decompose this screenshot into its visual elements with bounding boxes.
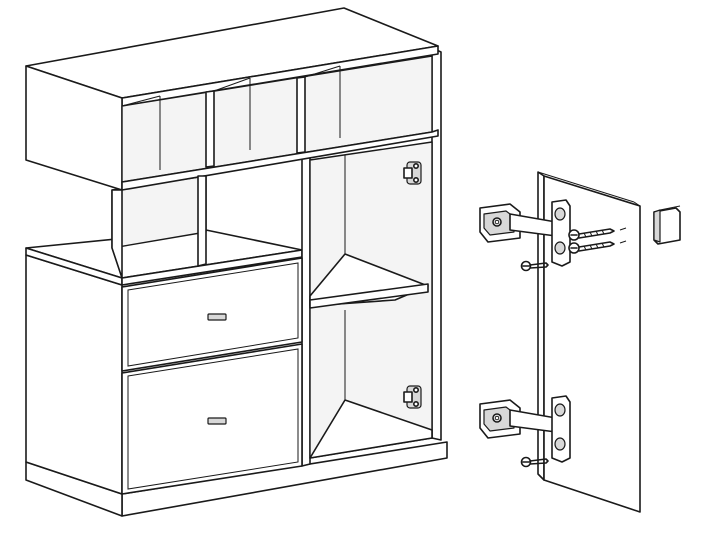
cabinet-right-bottom xyxy=(309,399,433,459)
door-bumper xyxy=(653,205,681,245)
drawer-bottom-handle xyxy=(207,417,227,425)
cabinet-hinge-plate-lower xyxy=(403,385,422,409)
door-edge xyxy=(537,171,545,481)
top-shelf-divider-1 xyxy=(205,90,215,168)
drawer-bottom xyxy=(121,343,303,495)
screw-hinge-lower xyxy=(520,456,549,468)
screws xyxy=(520,227,627,468)
drawer-top-handle xyxy=(207,313,227,321)
screw-door-upper-2 xyxy=(568,241,615,254)
cabinet-lower-side xyxy=(25,254,123,495)
cabinet xyxy=(25,7,448,517)
top-shelf-bottom-board xyxy=(121,129,439,191)
top-shelf-upright xyxy=(197,175,207,267)
drawer-top xyxy=(121,257,303,372)
top-shelf-unit xyxy=(25,7,439,279)
screw-hinge-upper xyxy=(520,260,549,272)
top-shelf-support xyxy=(111,189,123,279)
hinge-lower xyxy=(479,395,571,463)
cabinet-middle-shelf-edge xyxy=(309,283,429,309)
screw-door-upper-1 xyxy=(568,228,615,241)
hinge-upper xyxy=(479,199,571,267)
cabinet-center-divider xyxy=(301,149,311,467)
top-shelf-divider-2 xyxy=(296,76,306,154)
cabinet-hinge-plate-upper xyxy=(403,161,422,185)
cabinet-right-side-panel xyxy=(431,47,442,441)
